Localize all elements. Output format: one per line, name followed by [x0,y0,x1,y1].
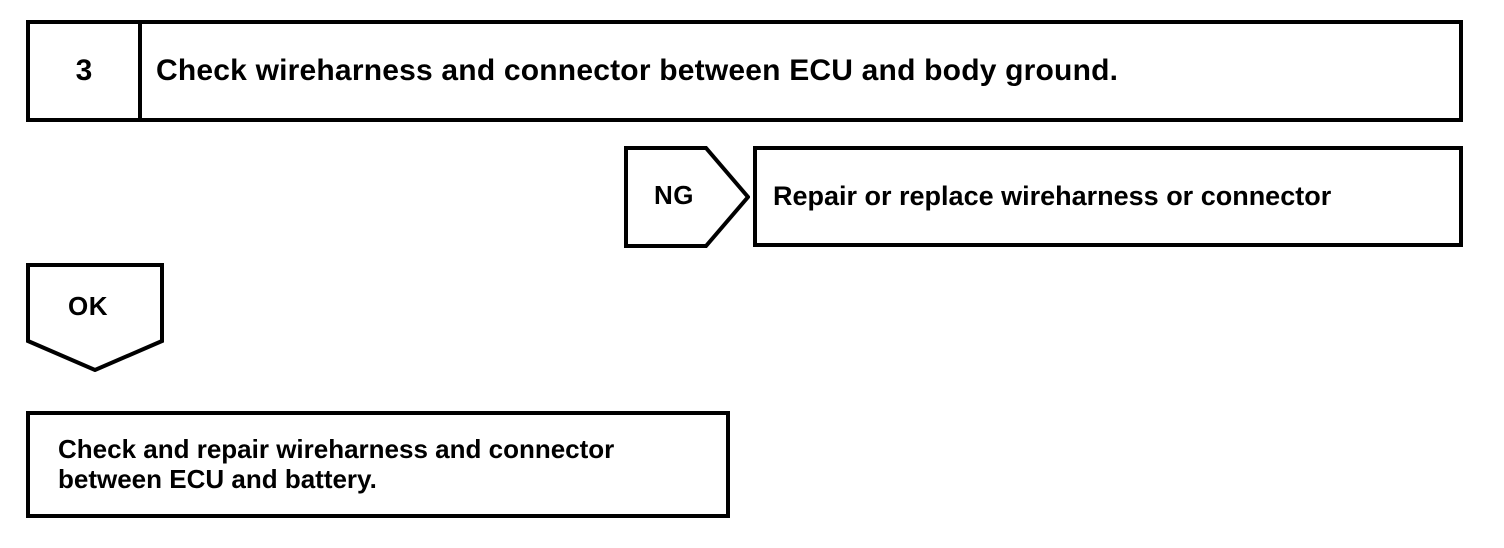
ok-arrow-label: OK [68,291,108,321]
ok-result-line-2: between ECU and battery. [58,463,377,494]
ng-arrow-label: NG [654,180,694,210]
ng-result-text: Repair or replace wireharness or connect… [773,181,1332,211]
ok-result-text: Check and repair wireharness and connect… [58,435,614,493]
ng-branch-arrow: NG [624,146,750,248]
ok-arrow-shape [26,263,164,372]
step-box: 3 Check wireharness and connector betwee… [26,20,1463,122]
step-instruction-cell: Check wireharness and connector between … [142,24,1459,118]
step-instruction-text: Check wireharness and connector between … [156,54,1119,87]
ng-arrow-shape [624,146,750,248]
ok-result-line-1: Check and repair wireharness and connect… [58,434,615,465]
ok-branch-arrow: OK [26,263,164,372]
step-number: 3 [75,54,93,87]
step-number-cell: 3 [30,24,142,118]
ok-result-box: Check and repair wireharness and connect… [26,411,730,518]
ng-result-box: Repair or replace wireharness or connect… [753,146,1463,247]
